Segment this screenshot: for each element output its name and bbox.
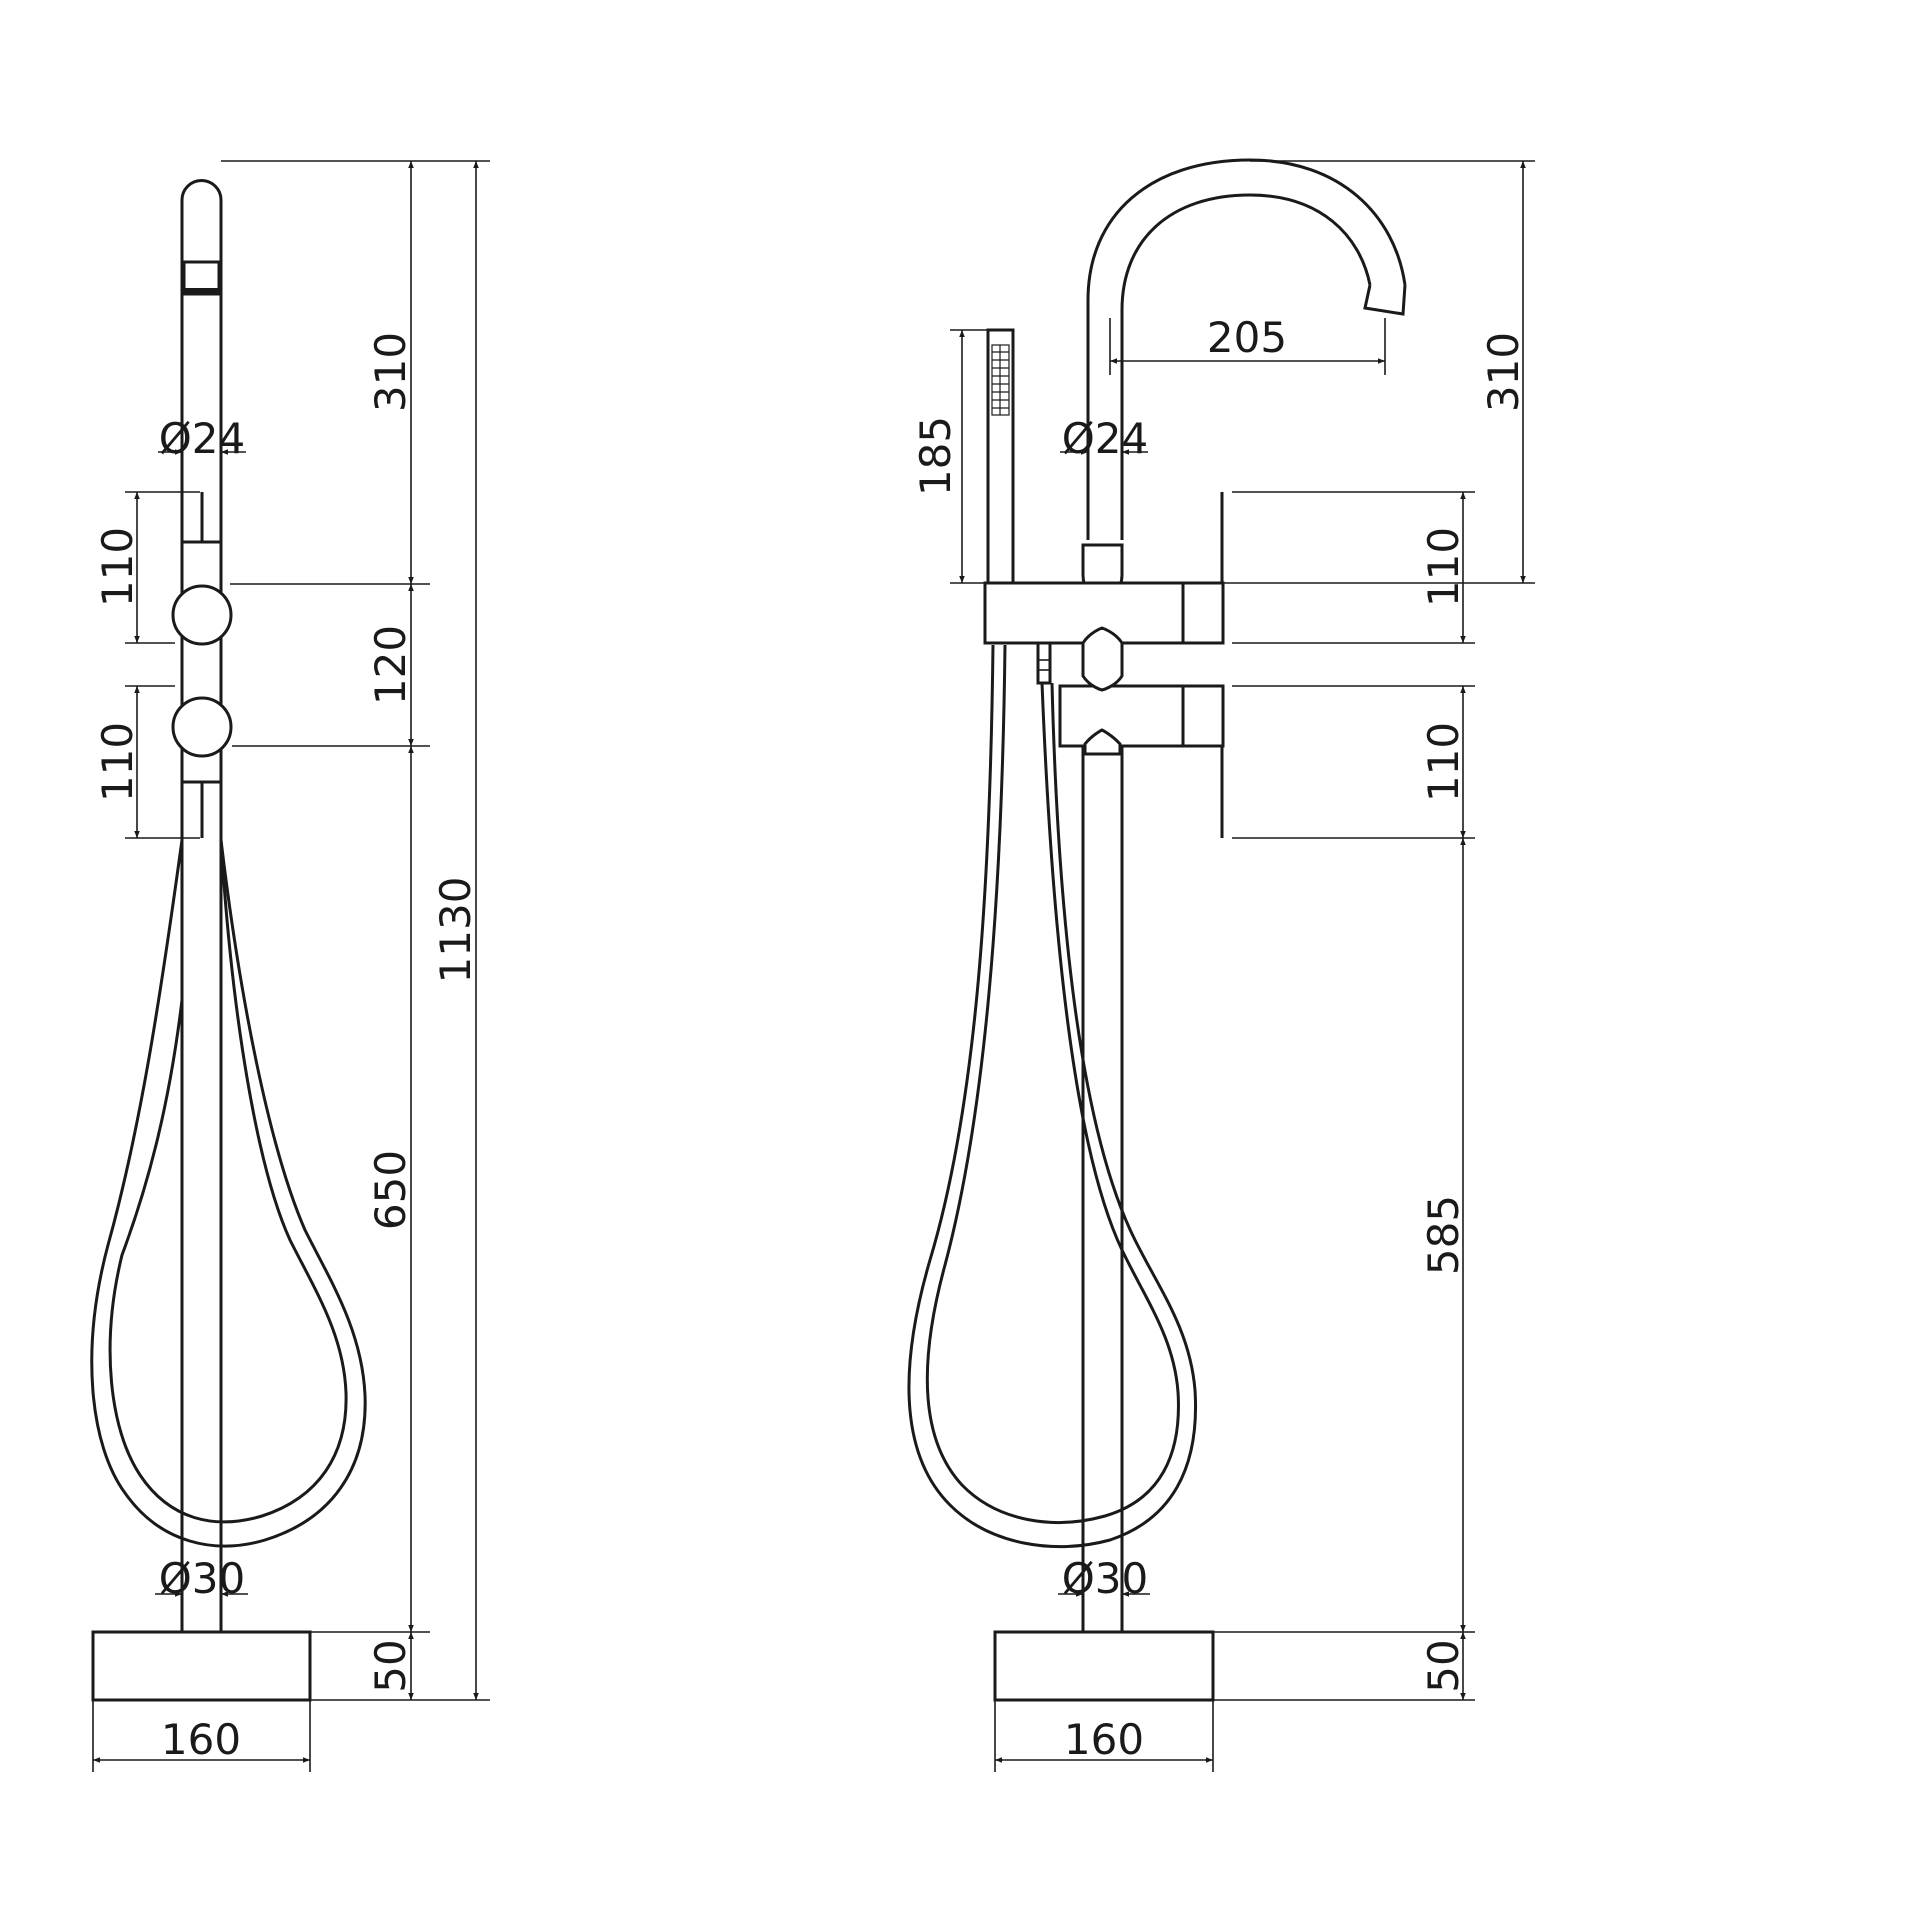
front-base [993,1630,1215,1702]
side-label-110-lower: 110 [93,722,142,802]
side-label-50: 50 [366,1639,415,1692]
side-label-310: 310 [366,332,415,412]
side-label-110-upper: 110 [93,527,142,607]
side-label-120: 120 [366,625,415,705]
front-label-diameter-top: Ø24 [1062,414,1149,463]
side-label-160: 160 [161,1715,241,1764]
front-label-110-upper: 110 [1419,527,1468,607]
front-hose-connector [1036,641,1052,685]
side-label-650: 650 [366,1150,415,1230]
front-view: 205 310 185 Ø24 110 110 585 50 Ø30 160 [907,158,1535,1772]
front-label-diameter-bottom: Ø30 [1062,1554,1149,1603]
front-lower-handle [1181,684,1225,748]
front-hose-inner [925,644,1180,1524]
side-upper-handle-knob [171,584,233,646]
side-label-1130: 1130 [431,877,480,984]
side-outlet-band [184,288,219,295]
front-collar-lower [1083,728,1122,756]
front-label-110-lower: 110 [1419,722,1468,802]
front-label-205: 205 [1207,313,1287,362]
front-spout-inner [1120,193,1372,540]
front-label-50: 50 [1419,1639,1468,1692]
front-hose-outer [907,644,1198,1549]
front-label-185: 185 [911,416,960,496]
side-hose-outer [90,839,367,1548]
side-column-top [180,179,223,201]
side-view: 310 120 650 50 1130 110 110 Ø24 Ø30 160 [90,160,490,1772]
side-lower-handle-knob [171,696,233,758]
side-base [91,1630,312,1702]
front-label-310: 310 [1479,332,1528,412]
front-collar-upper [1081,626,1124,692]
front-label-160: 160 [1064,1715,1144,1764]
front-spout-outlet [1363,284,1407,316]
front-spout-outer [1086,158,1407,540]
front-upper-handle [1181,581,1225,645]
side-hose-inner [108,839,348,1524]
front-handshower-grille [991,344,1010,416]
front-label-585: 585 [1419,1195,1468,1275]
side-label-diameter-bottom: Ø30 [159,1554,246,1603]
side-label-diameter-top: Ø24 [159,414,246,463]
